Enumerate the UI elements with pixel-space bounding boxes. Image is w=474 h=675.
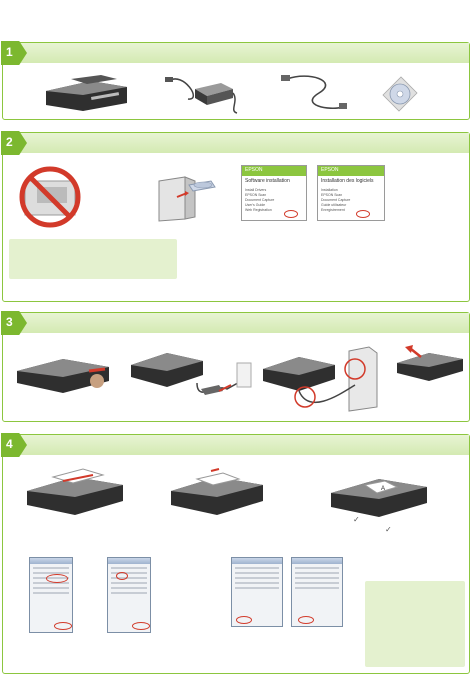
checkmark-icon: ✓ — [353, 515, 360, 524]
list-item: Install Drivers — [245, 188, 267, 192]
list-item: EPSON Scan — [321, 193, 343, 197]
dialog-titlebar — [232, 558, 282, 564]
scanner-unlock-illustration — [17, 359, 109, 393]
step4-note-panel — [365, 581, 465, 667]
install-button-highlight — [356, 210, 370, 218]
power-adapter-icon — [165, 77, 238, 114]
install-screen-en-heading: Software installation — [245, 178, 290, 184]
dialog-highlight — [236, 616, 252, 624]
step2-note-panel — [9, 239, 177, 279]
step4-number: 4 — [6, 437, 13, 451]
install-button-highlight — [284, 210, 298, 218]
cd-icon — [382, 76, 418, 112]
dialog-titlebar — [108, 558, 150, 564]
svg-text:A: A — [381, 486, 385, 492]
dialog-highlight — [116, 572, 128, 580]
list-item: Document Capture — [321, 198, 351, 202]
scan-dialog-2 — [107, 557, 151, 633]
dialog-highlight — [46, 574, 68, 583]
scanner-power-illustration — [131, 353, 252, 395]
step2-header — [3, 133, 469, 153]
list-item: EPSON Scan — [245, 193, 267, 197]
install-screen-en: EPSON Software installation Install Driv… — [241, 165, 307, 221]
computer-icon — [158, 176, 216, 222]
step1-number: 1 — [6, 45, 13, 59]
install-screen-fr-heading: Installation des logiciels — [321, 178, 374, 184]
step2-number: 2 — [6, 135, 13, 149]
dialog-highlight — [298, 616, 314, 624]
adf-load-illustration — [27, 468, 123, 515]
install-screen-fr: EPSON Installation des logiciels Install… — [317, 165, 385, 221]
step3-number: 3 — [6, 315, 13, 329]
list-item: Enregistrement — [321, 208, 345, 212]
step2-section: 2 EPSON Software installation Install Dr… — [1, 131, 470, 302]
step4-section: 4 A ✓ ✓ — [1, 433, 470, 674]
scanner-usb-illustration — [263, 346, 378, 412]
no-cd-icon — [19, 166, 81, 228]
dialog-highlight — [54, 622, 72, 630]
scan-dialog-3 — [231, 557, 283, 627]
step3-header — [3, 313, 469, 333]
step4-header — [3, 435, 469, 455]
document-place-illustration — [171, 468, 263, 515]
list-item: Document Capture — [245, 198, 275, 202]
scanner-power-button-illustration — [397, 345, 463, 381]
dialog-highlight — [132, 622, 150, 630]
step1-header — [3, 43, 469, 63]
scan-dialog-4 — [291, 557, 343, 627]
scanner-icon — [46, 75, 127, 111]
dialog-titlebar — [292, 558, 342, 564]
install-screen-fr-list: Installation EPSON Scan Document Capture… — [318, 186, 384, 215]
step3-section: 3 — [1, 311, 470, 422]
list-item: Web Registration — [245, 208, 272, 212]
usb-cable-icon — [281, 75, 347, 110]
step1-section: 1 — [1, 41, 470, 120]
document-glass-illustration: A — [331, 479, 427, 517]
scan-dialog-1 — [29, 557, 73, 633]
dialog-titlebar — [30, 558, 72, 564]
install-screen-fr-title: EPSON — [318, 166, 384, 176]
install-screen-en-list: Install Drivers EPSON Scan Document Capt… — [242, 186, 306, 215]
list-item: User's Guide — [245, 203, 266, 207]
checkmark-icon: ✓ — [385, 525, 392, 534]
list-item: Installation — [321, 188, 338, 192]
list-item: Guide utilisateur — [321, 203, 347, 207]
install-screen-en-title: EPSON — [242, 166, 306, 176]
